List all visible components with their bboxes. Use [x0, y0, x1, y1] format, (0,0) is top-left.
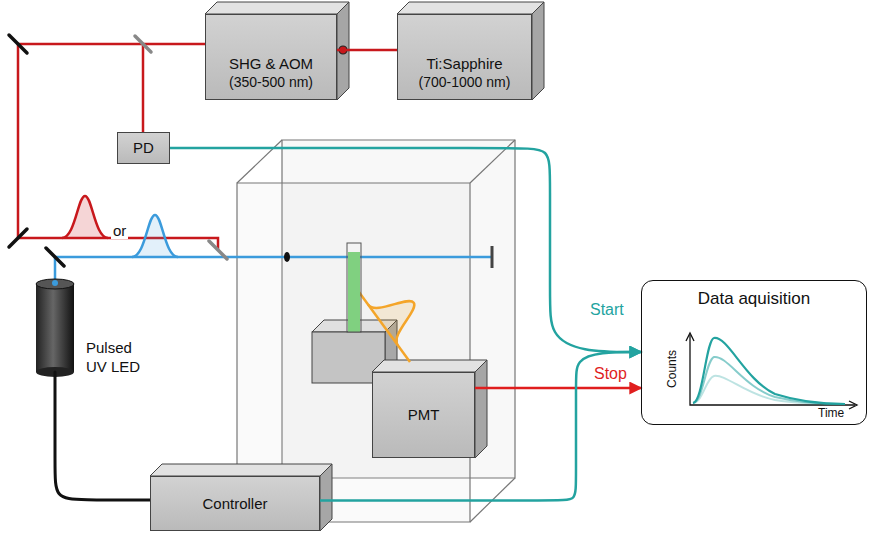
mirror — [9, 35, 27, 53]
node-text: (350-500 nm) — [229, 73, 313, 91]
sync-signal — [320, 352, 641, 501]
box-faces — [150, 2, 544, 531]
box-top — [397, 2, 544, 14]
led-cap — [36, 279, 74, 289]
start-signal — [170, 148, 641, 352]
detector-box: PMT — [372, 372, 475, 458]
axis-arrow — [849, 401, 857, 409]
laser-link — [337, 49, 397, 52]
decay-curve — [693, 357, 845, 404]
node-text: Pulsed UV LED — [86, 338, 148, 376]
box-side — [532, 2, 544, 100]
aperture — [284, 252, 290, 262]
node-text: PD — [133, 139, 154, 157]
blue-pulse — [132, 215, 178, 257]
axis-arrow — [686, 333, 694, 341]
node-text: Ti:Sapphire — [426, 55, 502, 73]
node-text: SHG & AOM — [229, 55, 313, 73]
led-cylinder — [36, 284, 74, 372]
box-top — [372, 360, 487, 372]
cuvette-liquid — [348, 252, 360, 332]
photodiode-box: PD — [117, 132, 170, 164]
signal-label: Stop — [592, 364, 629, 383]
node-text: (700-1000 nm) — [419, 73, 511, 91]
node-text: Data aquisition — [698, 289, 810, 309]
emission-pulse — [368, 282, 428, 345]
mirror — [46, 248, 64, 266]
chamber-edge — [237, 140, 282, 183]
decay-plot — [686, 333, 857, 409]
plot-axes — [690, 335, 855, 405]
red-pulse — [62, 196, 108, 238]
emission — [356, 282, 428, 362]
cuvette — [347, 243, 361, 332]
box-top — [205, 2, 349, 14]
box-side — [475, 360, 487, 458]
mirror — [9, 229, 27, 247]
flip-mirror — [209, 241, 227, 259]
axis-label: Counts — [666, 348, 680, 390]
cuvette-wall — [347, 243, 361, 332]
led-body — [36, 279, 74, 377]
beam-path — [55, 257, 492, 280]
signal-label: Start — [588, 300, 626, 319]
node-text: PMT — [408, 406, 440, 424]
laser-source: Ti:Sapphire(700-1000 nm) — [397, 14, 532, 100]
box-top — [150, 464, 332, 476]
node-text: Controller — [202, 495, 267, 513]
or-label: or — [111, 222, 128, 239]
mirrors — [9, 35, 227, 266]
led-cable — [55, 372, 150, 500]
led-fiber — [52, 280, 58, 286]
laser-module: SHG & AOM(350-500 nm) — [205, 14, 337, 100]
beam-splitter — [135, 36, 151, 52]
axis-label: Time — [816, 407, 846, 421]
beam-stop — [491, 246, 494, 268]
decay-curve — [693, 338, 845, 404]
controller-box: Controller — [150, 476, 320, 531]
pickoff-beam — [142, 44, 145, 132]
chamber-edge — [470, 140, 515, 183]
led-beam — [55, 257, 492, 280]
stop-signal — [475, 387, 641, 390]
box-side — [320, 464, 332, 531]
led-source: Pulsed UV LED — [36, 272, 74, 372]
